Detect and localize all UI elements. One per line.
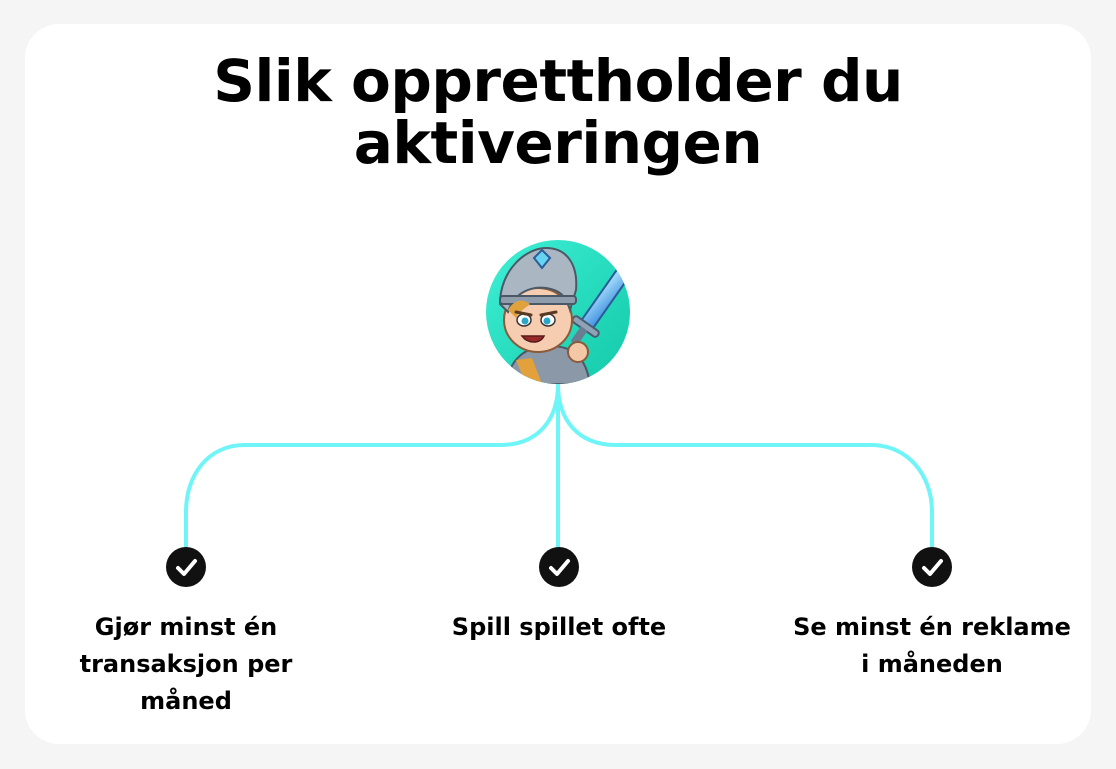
knight-avatar-icon [486,240,630,384]
step-1-check-icon [166,547,206,587]
step-1-label: Gjør minst én transaksjon per måned [79,613,293,715]
step-2-label: Spill spillet ofte [451,613,667,641]
connector-right [556,382,934,550]
step-2-check-icon [539,547,579,587]
connector-left [184,382,560,550]
step-3-check-icon [912,547,952,587]
step-3-label: Se minst én reklame i måneden [793,613,1071,678]
page-title: Slik opprettholder du aktiveringen [213,47,903,177]
